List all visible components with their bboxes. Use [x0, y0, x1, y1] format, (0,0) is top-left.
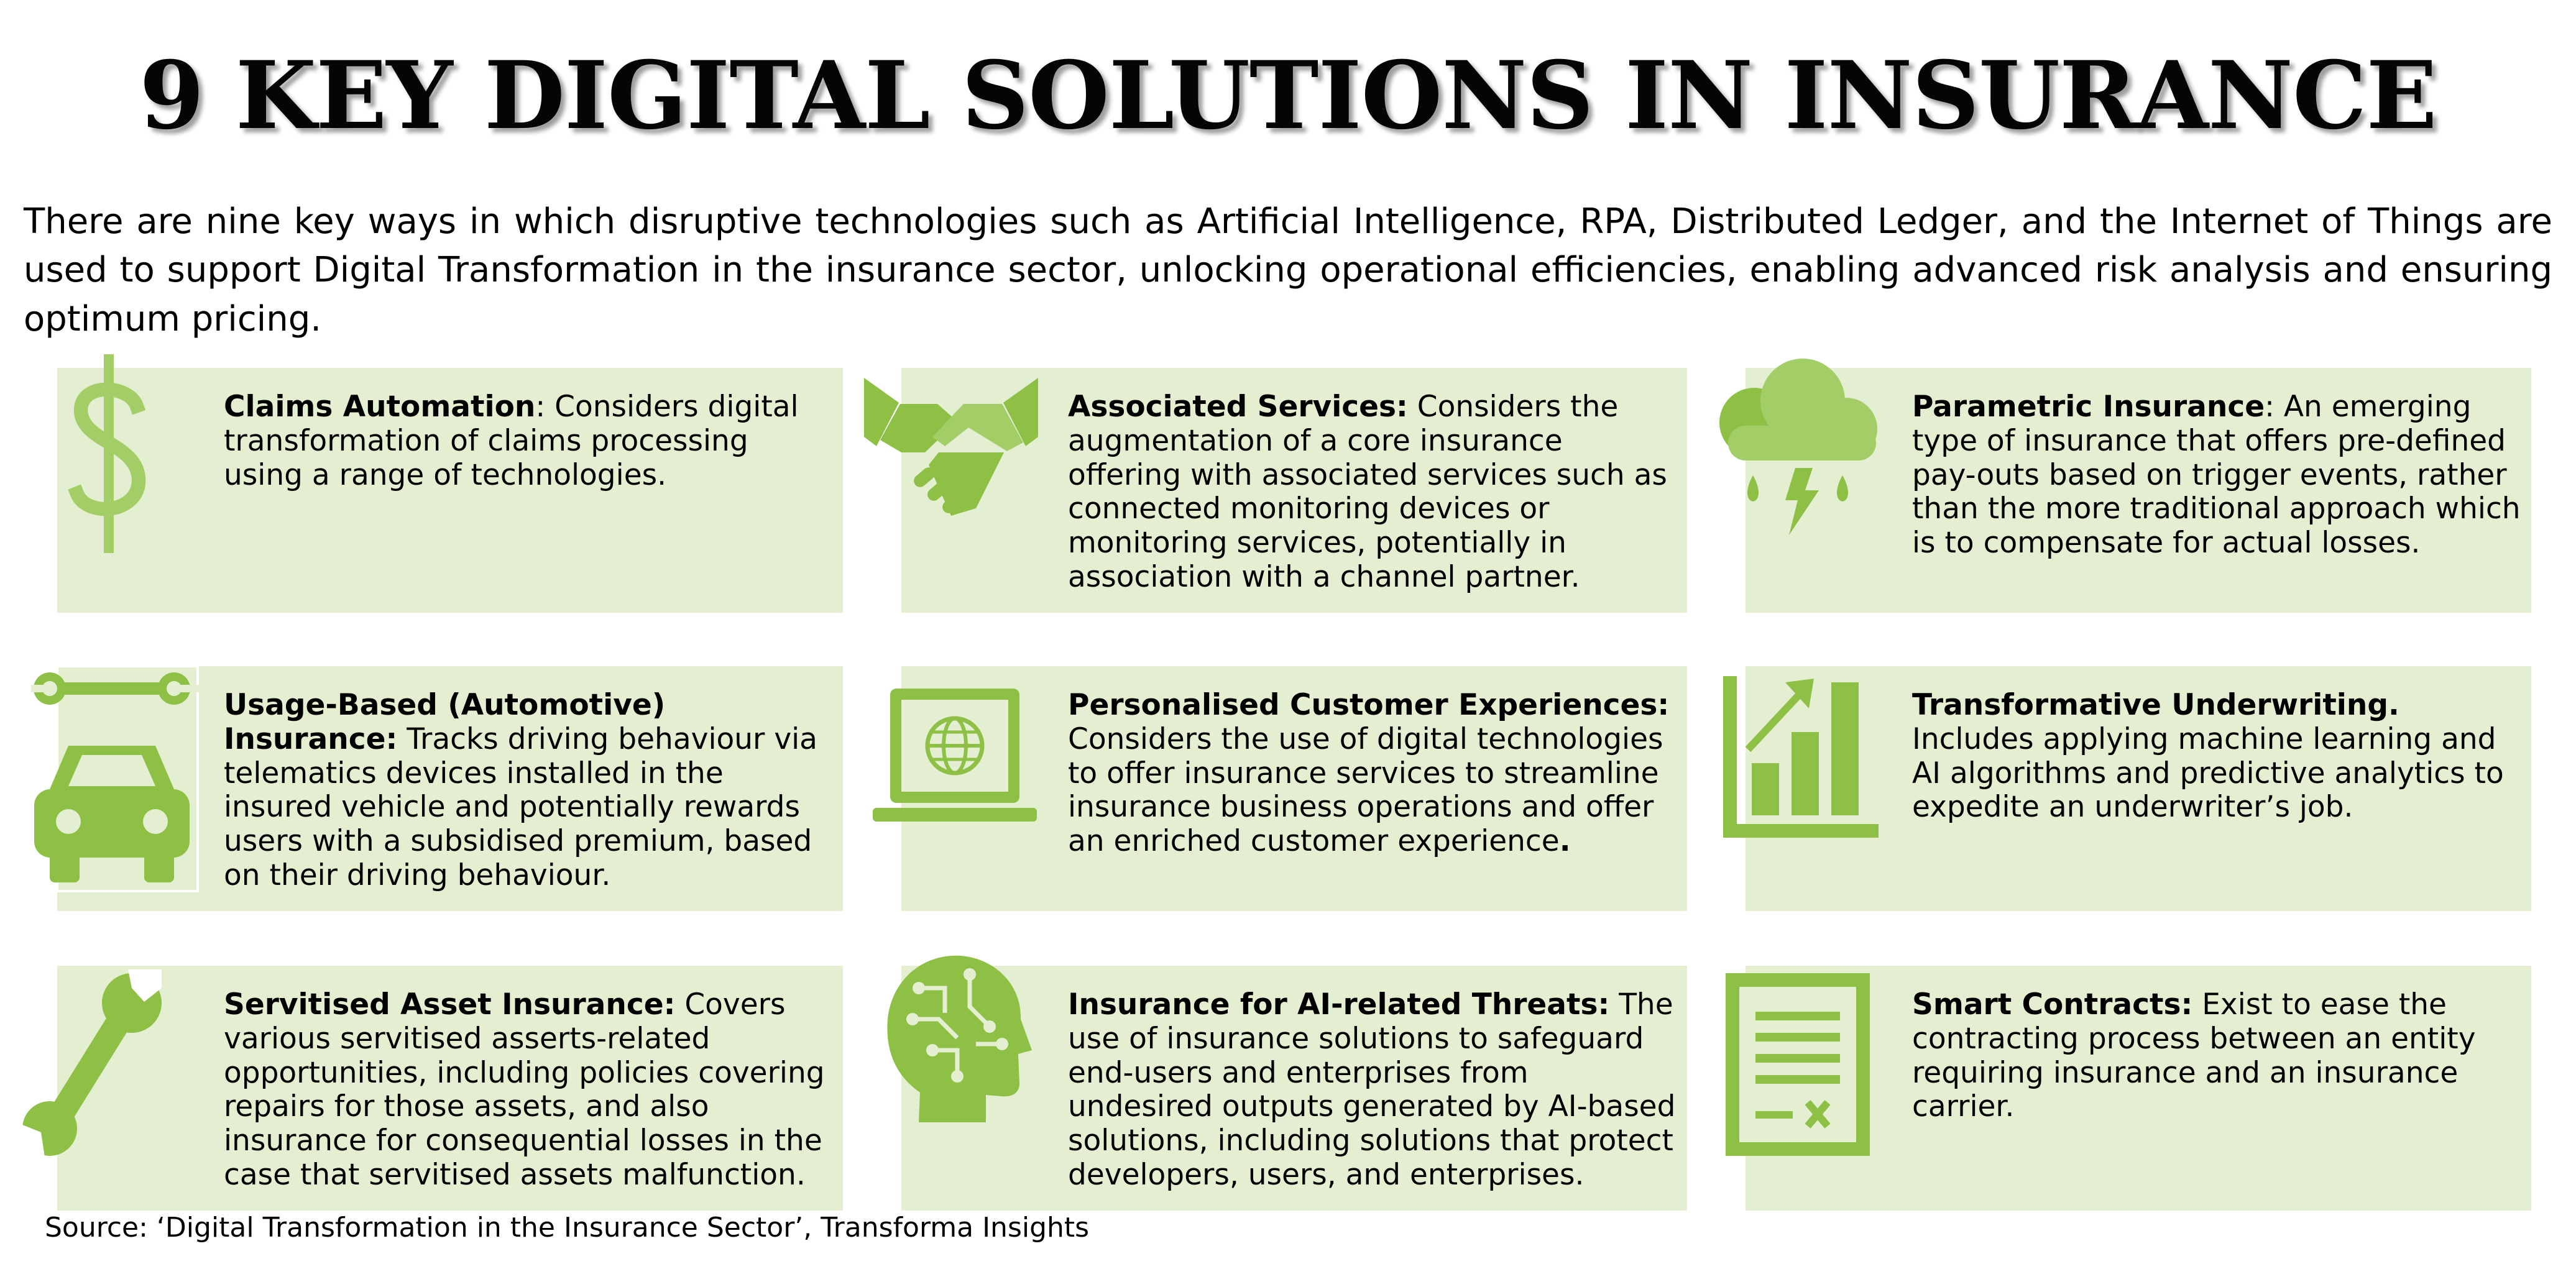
wrench-icon: [22, 969, 162, 1157]
ai-head-icon: [883, 951, 1032, 1122]
card-heading: Personalised Customer Experiences:: [1068, 688, 1670, 722]
card-body: Covers various servitised asserts-relate…: [224, 987, 825, 1192]
card-transformative-underwriting: Transformative Underwriting. Includes ap…: [1746, 666, 2531, 911]
intro-paragraph: There are nine key ways in which disrupt…: [24, 201, 2552, 339]
card-body: Considers digital transformation of clai…: [224, 390, 799, 492]
card-heading: Usage-Based (Automotive) Insurance:: [224, 688, 666, 756]
card-servitised-asset-insurance: Servitised Asset Insurance: Covers vario…: [57, 966, 843, 1211]
card-text: Transformative Underwriting. Includes ap…: [1912, 688, 2521, 825]
card-text: Smart Contracts: Exist to ease the contr…: [1912, 987, 2521, 1124]
card-body: Tracks driving behaviour via telematics …: [224, 721, 817, 892]
card-body: Includes applying machine learning and A…: [1912, 721, 2504, 825]
card-associated-services: Associated Services: Considers the augme…: [901, 368, 1687, 613]
card-body: Considers the augmentation of a core ins…: [1068, 390, 1667, 594]
dollar-icon: [59, 354, 159, 553]
contract-icon: [1726, 973, 1870, 1156]
card-heading: Smart Contracts:: [1912, 987, 2193, 1022]
card-body: Considers the use of digital technologie…: [1068, 721, 1663, 858]
card-claims-automation: Claims Automation: Considers digital tra…: [57, 368, 843, 613]
card-text: Associated Services: Considers the augme…: [1068, 390, 1677, 595]
card-body: The use of insurance solutions to safegu…: [1068, 987, 1676, 1192]
card-text: Personalised Customer Experiences: Consi…: [1068, 688, 1670, 858]
handshake-icon: [864, 378, 1038, 527]
card-heading: Insurance for AI-related Threats:: [1068, 987, 1610, 1022]
card-body: Exist to ease the contracting process be…: [1912, 987, 2476, 1124]
card-smart-contracts: Smart Contracts: Exist to ease the contr…: [1746, 966, 2531, 1211]
laptop-globe-icon: [873, 689, 1037, 824]
storm-cloud-icon: [1716, 357, 1880, 544]
card-text: Usage-Based (Automotive) Insurance: Trac…: [224, 688, 833, 893]
growth-chart-icon: [1723, 676, 1879, 838]
page-title: 9 KEY DIGITAL SOLUTIONS IN INSURANCE: [139, 41, 2437, 150]
card-text: Claims Automation: Considers digital tra…: [224, 390, 799, 492]
card-heading: Servitised Asset Insurance:: [224, 987, 676, 1022]
car-wrench-icon: [31, 665, 199, 892]
card-heading: Transformative Underwriting.: [1912, 688, 2399, 722]
card-ai-related-threats: Insurance for AI-related Threats: The us…: [901, 966, 1687, 1211]
card-heading: Claims Automation: [224, 390, 536, 424]
card-text: Servitised Asset Insurance: Covers vario…: [224, 987, 833, 1193]
card-text: Parametric Insurance: An emerging type o…: [1912, 390, 2521, 560]
card-text: Insurance for AI-related Threats: The us…: [1068, 987, 1677, 1193]
card-body: An emerging type of insurance that offer…: [1912, 390, 2521, 560]
card-heading: Associated Services:: [1068, 390, 1408, 424]
source-note: Source: ‘Digital Transformation in the I…: [45, 1212, 1090, 1243]
card-personalised-customer-experiences: Personalised Customer Experiences: Consi…: [901, 666, 1687, 911]
card-heading: Parametric Insurance: [1912, 390, 2265, 424]
card-parametric-insurance: Parametric Insurance: An emerging type o…: [1746, 368, 2531, 613]
